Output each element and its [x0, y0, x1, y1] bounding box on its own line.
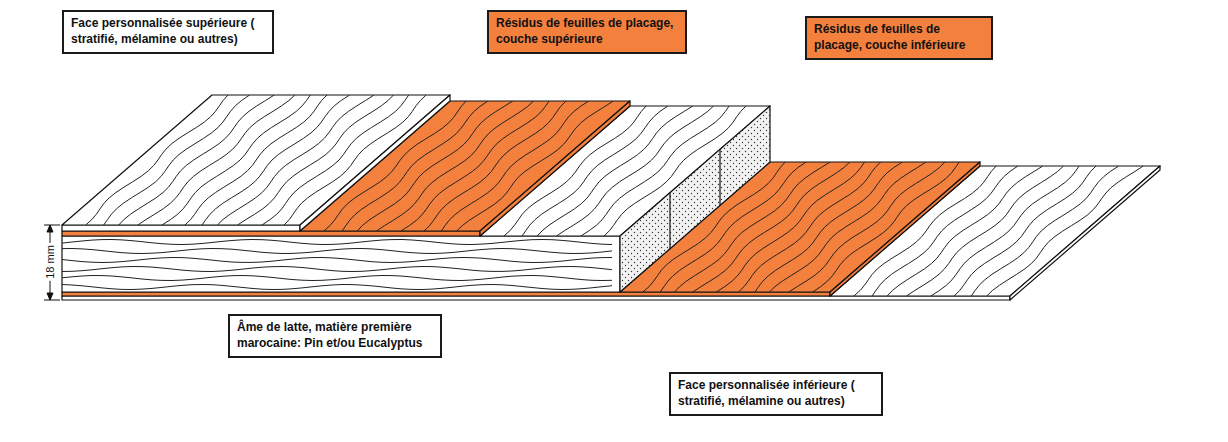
latte-joint — [719, 149, 720, 205]
top-face-edge — [62, 225, 300, 231]
callout-text: Âme de latte, matière première marocaine… — [237, 320, 433, 351]
wood-grain — [643, 162, 959, 292]
callout-box: Âme de latte, matière première marocaine… — [228, 314, 442, 358]
wood-grain — [86, 95, 427, 225]
wood-grain — [504, 106, 746, 236]
callout-box: Résidus de feuilles de placage, couche i… — [805, 16, 993, 60]
step-wall — [480, 101, 630, 236]
callout-box: Face personnalisée inférieure ( stratifi… — [669, 372, 883, 416]
wood-grain — [854, 166, 1143, 296]
callout-text: Face personnalisée inférieure ( stratifi… — [678, 378, 874, 409]
callout-text: Résidus de feuilles de placage, couche i… — [814, 22, 984, 53]
core-front — [62, 236, 620, 292]
latte-joint — [669, 193, 670, 249]
step-wall — [830, 162, 980, 296]
bottom-face-surface — [830, 166, 1160, 296]
callout-text: Face personnalisée supérieure ( stratifi… — [71, 16, 265, 47]
dimension-label: 18 mm — [44, 243, 56, 281]
callout-box: Résidus de feuilles de placage, couche s… — [487, 10, 687, 54]
callout-text: Résidus de feuilles de placage, couche s… — [496, 16, 678, 47]
top-veneer-edge — [62, 231, 480, 236]
step-wall — [300, 95, 450, 231]
callout-box: Face personnalisée supérieure ( stratifi… — [62, 10, 274, 54]
step-wall — [1010, 166, 1160, 300]
core-grain — [62, 240, 612, 290]
dimension-line — [44, 225, 60, 300]
